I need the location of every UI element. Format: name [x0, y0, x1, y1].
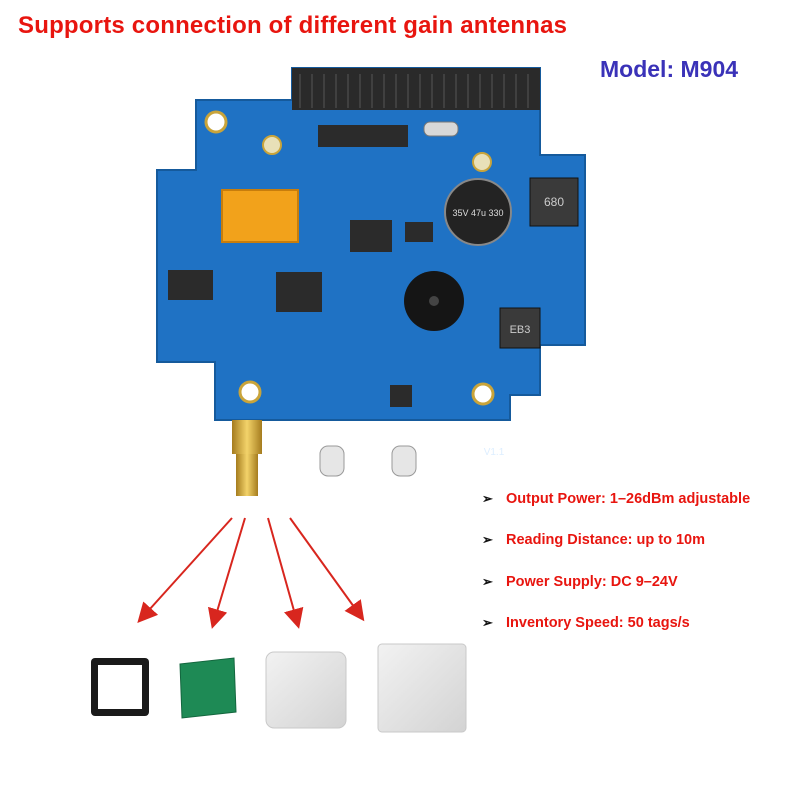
headline: Supports connection of different gain an…: [18, 12, 568, 39]
mcu-chip: [276, 272, 322, 312]
power-mosfets: [318, 125, 408, 147]
spec-reading-distance: ➢ Reading Distance: up to 10m: [482, 520, 794, 562]
pcb-board: 35V 47u 330 680 EB3 V1.1: [156, 67, 586, 496]
relay: [221, 189, 299, 243]
spec-power-supply: ➢ Power Supply: DC 9–24V: [482, 561, 794, 603]
spec-reading-distance-label: Reading Distance: up to 10m: [506, 532, 706, 549]
spec-list: ➢ Output Power: 1–26dBm adjustable ➢ Rea…: [482, 478, 794, 644]
svg-text:V1.1: V1.1: [484, 447, 505, 458]
arrow-bullet-icon: ➢: [482, 532, 493, 548]
arrow-bullet-icon: ➢: [482, 573, 493, 589]
spec-inventory-speed-label: Inventory Speed: 50 tags/s: [506, 615, 690, 632]
model-label: Model: M904: [600, 56, 739, 82]
driver-chip: [350, 220, 392, 252]
svg-text:35V 47u 330: 35V 47u 330: [452, 208, 503, 218]
svg-text:EB3: EB3: [510, 324, 531, 336]
antenna-small-framed: [91, 658, 149, 716]
antenna-large-panel: [377, 643, 467, 733]
spec-inventory-speed: ➢ Inventory Speed: 50 tags/s: [482, 603, 794, 645]
inductor-bottom: [499, 307, 541, 349]
sma-connector: [232, 420, 262, 454]
electrolytic-capacitor: [444, 178, 512, 246]
arrow-bullet-icon: ➢: [482, 490, 493, 506]
svg-text:680: 680: [544, 195, 564, 209]
header-connector: [292, 68, 540, 110]
antenna-medium-panel: [265, 651, 347, 729]
arrow-bullet-icon: ➢: [482, 615, 493, 631]
inductor-top: [529, 177, 579, 227]
spec-output-power-label: Output Power: 1–26dBm adjustable: [506, 490, 751, 507]
spec-output-power: ➢ Output Power: 1–26dBm adjustable: [482, 478, 794, 520]
arrows: [137, 517, 365, 629]
spec-power-supply-label: Power Supply: DC 9–24V: [506, 573, 678, 590]
antenna-pcb: [179, 657, 237, 719]
